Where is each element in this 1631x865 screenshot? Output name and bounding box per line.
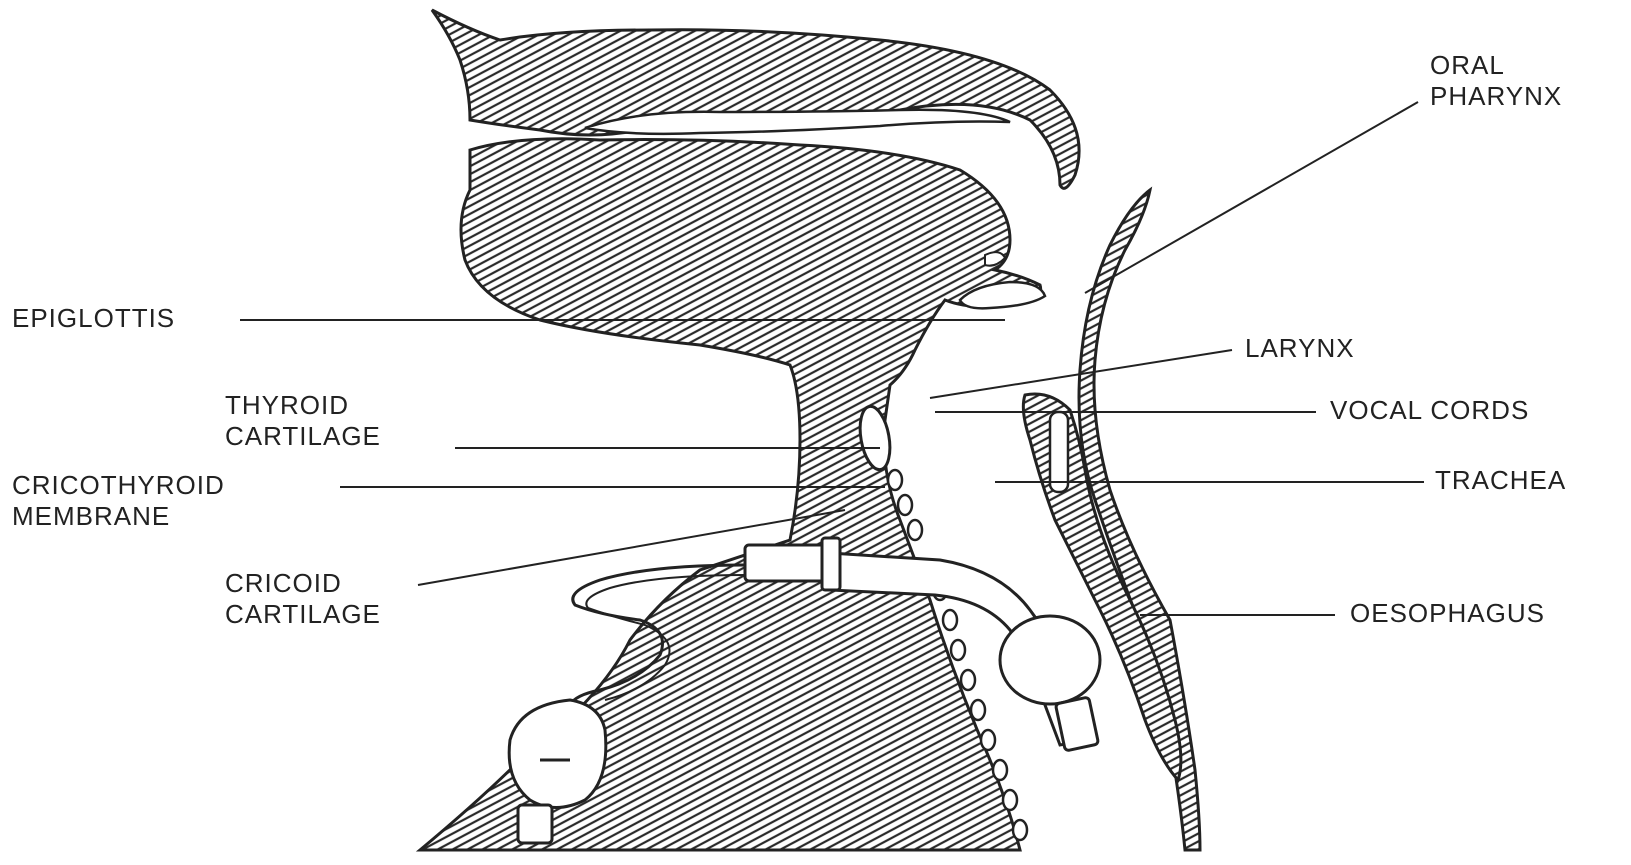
label-oral-pharynx-line-2: PHARYNX [1430, 81, 1562, 112]
pilot-valve [518, 805, 552, 843]
label-oral-pharynx: ORAL PHARYNX [1430, 50, 1562, 112]
tube-connector [745, 545, 830, 581]
tube-cuff [1000, 616, 1100, 704]
tube-flange [822, 538, 840, 590]
label-cricothyroid-membrane: CRICOTHYROID MEMBRANE [12, 470, 225, 532]
label-cricothyroid-line-1: CRICOTHYROID [12, 470, 225, 501]
vocal-cord-detail [1050, 412, 1068, 492]
label-oesophagus-text: OESOPHAGUS [1350, 598, 1545, 629]
label-thyroid-line-2: CARTILAGE [225, 421, 381, 452]
label-cricoid-cartilage: CRICOID CARTILAGE [225, 568, 381, 630]
label-epiglottis-text: EPIGLOTTIS [12, 303, 175, 334]
label-trachea-text: TRACHEA [1435, 465, 1566, 496]
label-cricoid-line-2: CARTILAGE [225, 599, 381, 630]
label-trachea: TRACHEA [1435, 465, 1566, 496]
pilot-balloon [509, 700, 606, 808]
label-cricothyroid-line-2: MEMBRANE [12, 501, 225, 532]
label-thyroid-cartilage: THYROID CARTILAGE [225, 390, 381, 452]
label-thyroid-line-1: THYROID [225, 390, 381, 421]
label-larynx-text: LARYNX [1245, 333, 1355, 364]
label-cricoid-line-1: CRICOID [225, 568, 381, 599]
oral-pharynx-leader [1085, 102, 1418, 293]
label-vocal-cords-text: VOCAL CORDS [1330, 395, 1529, 426]
label-oesophagus: OESOPHAGUS [1350, 598, 1545, 629]
label-vocal-cords: VOCAL CORDS [1330, 395, 1529, 426]
label-larynx: LARYNX [1245, 333, 1355, 364]
label-epiglottis: EPIGLOTTIS [12, 303, 175, 334]
label-oral-pharynx-line-1: ORAL [1430, 50, 1562, 81]
